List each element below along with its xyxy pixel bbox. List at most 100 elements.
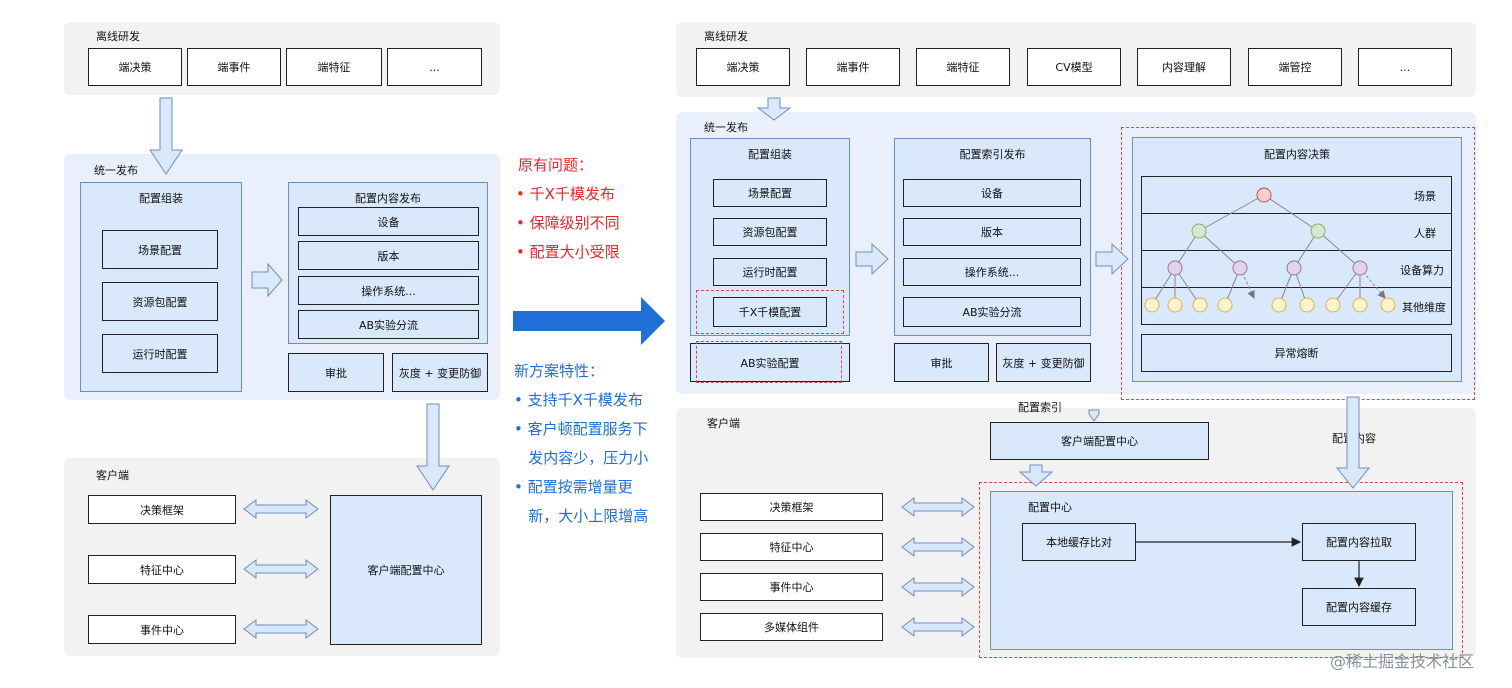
left-client-item: 决策框架 [88, 495, 236, 524]
right-index-title: 配置索引发布 [959, 148, 1026, 161]
right-offline-item: 内容理解 [1137, 48, 1231, 86]
down-arrow-icon [1088, 409, 1100, 422]
left-client-title: 客户端 [96, 469, 129, 482]
left-assembly-item: 资源包配置 [102, 282, 218, 321]
right-arrow-icon [251, 262, 283, 298]
problem-item: • 配置大小受限 [516, 243, 620, 261]
down-arrow-icon [149, 97, 183, 175]
right-index-item: 操作系统... [903, 258, 1081, 286]
right-offline-item: 端决策 [696, 48, 790, 86]
big-blue-arrow-icon [513, 297, 665, 345]
tree-node-other [1167, 297, 1183, 313]
right-arrow-icon [1095, 242, 1129, 276]
decision-row-label: 其他维度 [1402, 301, 1446, 314]
tree-node-compute [1167, 260, 1183, 276]
left-offline-item: 端特征 [286, 48, 382, 86]
right-client-item: 事件中心 [700, 573, 883, 601]
decision-row-label: 场景 [1414, 190, 1436, 203]
right-client-item: 多媒体组件 [700, 613, 883, 641]
problem-title: 原有问题： [518, 156, 594, 174]
feature-item: 发内容少，压力小 [514, 449, 649, 467]
right-assembly-title: 配置组装 [748, 148, 792, 161]
right-assembly-item: 千X千模配置 [713, 297, 827, 327]
right-assembly-item: 资源包配置 [713, 218, 827, 246]
left-offline-title: 离线研发 [96, 30, 140, 43]
right-offline-item: ... [1358, 48, 1452, 86]
right-client-title: 客户端 [707, 417, 740, 430]
local-cache-compare: 本地缓存比对 [1022, 523, 1136, 561]
problem-item: • 千X千模发布 [516, 185, 615, 203]
watermark: @稀土掘金技术社区 [1330, 652, 1475, 671]
double-arrow-icon [901, 537, 975, 557]
config-content-pull: 配置内容拉取 [1302, 523, 1416, 561]
left-client-item: 事件中心 [88, 615, 236, 644]
config-content-cache: 配置内容缓存 [1302, 588, 1416, 626]
right-ab-config: AB实验配置 [690, 343, 850, 382]
double-arrow-icon [901, 577, 975, 597]
config-center-dashed-highlight [979, 482, 1463, 658]
right-offline-title: 离线研发 [704, 30, 748, 43]
right-index-item: AB实验分流 [903, 297, 1081, 327]
right-client-config-center: 客户端配置中心 [990, 422, 1209, 460]
right-offline-item: 端事件 [806, 48, 900, 86]
right-index-item: 版本 [903, 218, 1081, 246]
left-assembly-item: 运行时配置 [102, 334, 218, 373]
down-arrow-icon [416, 403, 450, 491]
tree-node-crowd [1191, 223, 1207, 239]
down-arrow-icon [1335, 396, 1371, 489]
left-assembly-item: 场景配置 [102, 230, 218, 269]
left-content-item: AB实验分流 [298, 310, 479, 339]
tree-node-other [1325, 297, 1341, 313]
tree-node-other [1217, 297, 1233, 313]
left-content-publish-title: 配置内容发布 [355, 192, 421, 205]
down-arrow-icon [1018, 464, 1054, 487]
right-audit-box: 审批 [894, 343, 989, 382]
left-audit-box: 审批 [288, 353, 384, 392]
right-assembly-item: 运行时配置 [713, 258, 827, 286]
left-offline-item: 端事件 [187, 48, 281, 86]
left-offline-item: 端决策 [88, 48, 182, 86]
tree-node-crowd [1310, 223, 1326, 239]
right-gray-box: 灰度 + 变更防御 [996, 343, 1091, 382]
tree-node-other [1271, 297, 1287, 313]
right-index-item: 设备 [903, 179, 1081, 207]
tree-node-compute [1286, 260, 1302, 276]
tree-node-other [1380, 297, 1396, 313]
decision-row-label: 人群 [1414, 227, 1436, 240]
feature-title: 新方案特性： [514, 362, 605, 380]
tree-node-other [1144, 297, 1160, 313]
right-offline-item: CV模型 [1027, 48, 1121, 86]
right-client-item: 决策框架 [700, 493, 883, 521]
left-assembly-title: 配置组装 [139, 192, 183, 205]
tree-node-compute [1232, 260, 1248, 276]
right-offline-item: 端管控 [1248, 48, 1342, 86]
tree-node-scene [1256, 187, 1272, 203]
left-content-item: 设备 [298, 207, 479, 236]
feature-item: • 支持千X千模发布 [514, 391, 643, 409]
double-arrow-icon [243, 619, 319, 639]
right-circuit-breaker: 异常熔断 [1141, 334, 1452, 372]
left-client-config-center: 客户端配置中心 [330, 495, 482, 645]
double-arrow-icon [901, 497, 975, 517]
double-arrow-icon [901, 617, 975, 637]
config-index-label: 配置索引 [1018, 401, 1062, 414]
right-decision-title: 配置内容决策 [1264, 148, 1330, 161]
tree-node-compute [1352, 260, 1368, 276]
left-gray-box: 灰度 + 变更防御 [392, 353, 488, 392]
right-publish-title: 统一发布 [704, 121, 748, 134]
left-content-item: 操作系统... [298, 276, 479, 305]
ab-dashed-highlight [696, 341, 842, 383]
tree-node-other [1192, 297, 1208, 313]
left-offline-item: ... [387, 48, 482, 86]
right-assembly-item: 场景配置 [713, 179, 827, 207]
left-content-item: 版本 [298, 241, 479, 270]
tree-node-other [1352, 297, 1368, 313]
tree-node-other [1299, 297, 1315, 313]
right-client-item: 特征中心 [700, 533, 883, 561]
feature-item: • 配置按需增量更 [514, 478, 633, 496]
problem-item: • 保障级别不同 [516, 214, 620, 232]
double-arrow-icon [243, 559, 319, 579]
decision-row-scene [1141, 176, 1452, 214]
decision-tree [1151, 194, 1386, 306]
